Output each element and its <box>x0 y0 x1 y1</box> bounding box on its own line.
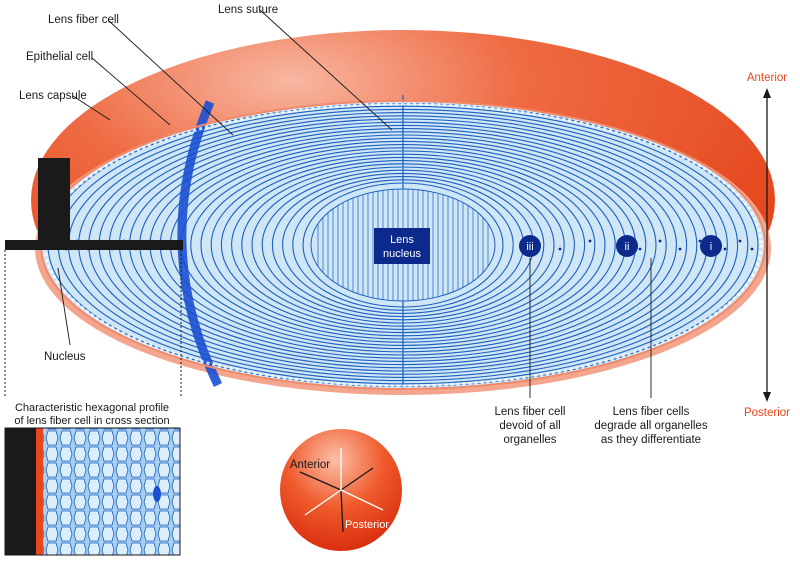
orientation-sphere: Anterior Posterior <box>280 429 402 551</box>
svg-text:devoid of all: devoid of all <box>499 420 560 432</box>
devoid-caption: Lens fiber cell devoid of all organelles <box>495 406 566 446</box>
lens-capsule-label: Lens capsule <box>19 90 87 102</box>
lens-nucleus-label-box: Lens nucleus <box>374 228 430 264</box>
inset-caption-2: of lens fiber cell in cross section <box>14 415 169 427</box>
lens-nucleus-label-2: nucleus <box>383 248 421 260</box>
fiber-nucleus-dot <box>750 247 754 251</box>
sphere-posterior-label: Posterior <box>345 519 389 531</box>
stage-ii-marker: ii <box>616 235 638 257</box>
svg-text:as they differentiate: as they differentiate <box>601 434 701 446</box>
nucleus-label: Nucleus <box>44 351 86 363</box>
fiber-nucleus-dot <box>558 247 562 251</box>
fiber-nucleus-dot <box>658 239 662 243</box>
svg-text:iii: iii <box>526 241 533 253</box>
epithelial-cell-label: Epithelial cell <box>26 51 93 63</box>
stage-i-marker: i <box>700 235 722 257</box>
fiber-nucleus-dot <box>588 239 592 243</box>
orientation-axis: Anterior Posterior <box>744 72 790 419</box>
inset-caption-1: Characteristic hexagonal profile <box>15 402 169 414</box>
nucleus-fiber-lines <box>317 189 489 301</box>
inset-connector <box>4 250 182 398</box>
svg-text:ii: ii <box>625 241 630 253</box>
fiber-nucleus-dot <box>723 247 727 251</box>
svg-text:degrade all organelles: degrade all organelles <box>594 420 707 432</box>
lens-suture-label: Lens suture <box>218 4 278 16</box>
lens-fiber-cell-label: Lens fiber cell <box>48 14 119 26</box>
svg-text:organelles: organelles <box>503 434 556 446</box>
hexagonal-inset: Characteristic hexagonal profile of lens… <box>4 402 181 556</box>
sphere-anterior-label: Anterior <box>290 459 330 471</box>
fiber-nucleus-dot <box>738 239 742 243</box>
fiber-nucleus-dot <box>638 247 642 251</box>
posterior-label: Posterior <box>744 407 790 419</box>
lens-nucleus-label-1: Lens <box>390 234 414 246</box>
svg-text:Lens fiber cell: Lens fiber cell <box>495 406 566 418</box>
leader-lines <box>57 9 652 398</box>
anterior-label: Anterior <box>747 72 787 84</box>
stage-iii-marker: iii <box>519 235 541 257</box>
cross-section-bar <box>5 158 183 250</box>
svg-text:Lens fiber cells: Lens fiber cells <box>613 406 690 418</box>
fiber-nucleus-dot <box>698 239 702 243</box>
svg-text:i: i <box>710 241 712 253</box>
fiber-nucleus-dot <box>678 247 682 251</box>
degrade-caption: Lens fiber cells degrade all organelles … <box>594 406 707 446</box>
